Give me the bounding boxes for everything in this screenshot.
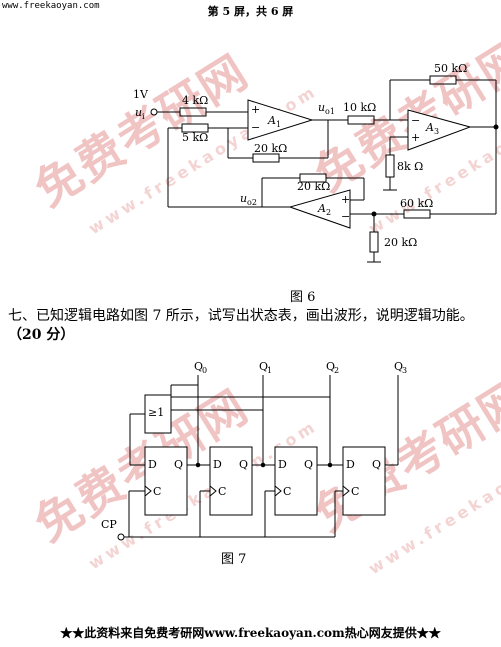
amp3-minus: −: [411, 114, 420, 127]
amp3-sub: 3: [434, 127, 439, 136]
amp2-minus: −: [341, 210, 350, 223]
site-url: www.freekaoyan.com: [2, 1, 100, 11]
ff0-c-label: C: [153, 485, 161, 498]
ff2-c-label: C: [283, 485, 291, 498]
figure-7-circuit: ≥1 D Q C D Q C D Q C D Q C CP Q 0 Q 1 Q …: [101, 360, 407, 541]
amp2-sub: 2: [326, 208, 331, 217]
resistor-20k-bottom-label: 20 kΩ: [384, 236, 417, 249]
question-text: 七、已知逻辑电路如图 7 所示，试写出状态表，画出波形，说明逻辑功能。: [8, 308, 474, 324]
output2-symbol: u: [240, 192, 247, 205]
ff2-q-label: Q: [304, 458, 313, 471]
output1-symbol: u: [318, 101, 325, 114]
amp2-plus: +: [341, 193, 350, 206]
question-7: 七、已知逻辑电路如图 7 所示，试写出状态表，画出波形，说明逻辑功能。 （20 分…: [8, 307, 494, 345]
resistor-4k-label: 4 kΩ: [182, 94, 208, 107]
ff3-c-label: C: [351, 485, 359, 498]
figure-7-caption: 图 7: [221, 552, 247, 567]
output-q0: Q: [194, 360, 203, 373]
amp1-sub: 1: [276, 120, 281, 129]
input-voltage-label: 1V: [133, 88, 149, 101]
ff1-c-label: C: [218, 485, 226, 498]
amp3-plus: +: [411, 131, 420, 144]
amp1-label: A: [267, 114, 276, 127]
cp-label: CP: [101, 518, 117, 531]
output-q0-sub: 0: [202, 366, 207, 375]
ff3-d-label: D: [346, 458, 355, 471]
amp1-minus: −: [251, 121, 260, 134]
output-q3-sub: 3: [402, 366, 407, 375]
footer-credit: ★★此资料来自免费考研网www.freekaoyan.com热心网友提供★★: [60, 626, 441, 640]
amp1-plus: +: [251, 103, 260, 116]
output2-sub: o2: [247, 198, 257, 207]
output-q2: Q: [326, 360, 335, 373]
question-points: （20 分）: [8, 327, 75, 343]
resistor-60k-label: 60 kΩ: [400, 197, 433, 210]
ff0-q-label: Q: [174, 458, 183, 471]
figure-6-caption: 图 6: [290, 290, 316, 305]
output-q1-sub: 1: [267, 366, 272, 375]
ff2-d-label: D: [278, 458, 287, 471]
output-q2-sub: 2: [334, 366, 339, 375]
resistor-20k-mid-label: 20 kΩ: [297, 180, 330, 193]
input-sub: i: [142, 112, 145, 121]
resistor-5k-label: 5 kΩ: [182, 131, 208, 144]
figure-6-circuit: 1V u i 4 kΩ 5 kΩ 20 kΩ 10 kΩ 50 kΩ 8k Ω …: [133, 62, 499, 263]
or-gate-label: ≥1: [148, 406, 164, 419]
output-q3: Q: [394, 360, 403, 373]
resistor-10k-label: 10 kΩ: [343, 101, 376, 114]
input-symbol: u: [135, 106, 142, 119]
resistor-50k-label: 50 kΩ: [434, 62, 467, 75]
amp2-label: A: [317, 202, 326, 215]
amp3-label: A: [425, 121, 434, 134]
ff1-d-label: D: [213, 458, 222, 471]
ff0-d-label: D: [148, 458, 157, 471]
output1-sub: o1: [325, 107, 335, 116]
resistor-20k-top-label: 20 kΩ: [254, 142, 287, 155]
page-indicator: 第 5 屏，共 6 屏: [207, 5, 294, 18]
ff3-q-label: Q: [372, 458, 381, 471]
ff1-q-label: Q: [239, 458, 248, 471]
resistor-8k-label: 8k Ω: [397, 160, 423, 173]
output-q1: Q: [259, 360, 268, 373]
